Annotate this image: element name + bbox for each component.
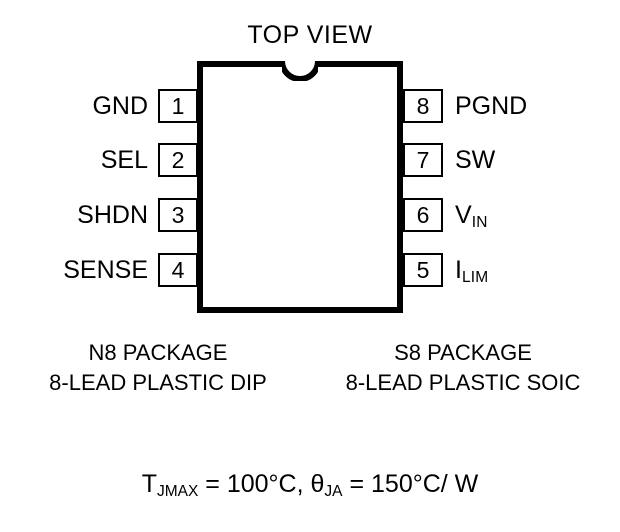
package-caption-left-line1: N8 PACKAGE (88, 340, 228, 365)
pin-label-shdn: SHDN (77, 201, 148, 229)
diagram-title: TOP VIEW (247, 21, 373, 49)
package-body-outline (197, 61, 403, 313)
pin-box-3[interactable]: 3 (158, 198, 198, 232)
pin-label-pgnd-text: PGND (455, 92, 528, 120)
pin-box-5[interactable]: 5 (403, 253, 443, 287)
thermal-tjmax-subscript: JMAX (157, 483, 199, 501)
pin-label-ilim-text: I (455, 256, 462, 284)
pin-box-6[interactable]: 6 (403, 198, 443, 232)
package-notch-icon (282, 61, 318, 81)
pin-box-8[interactable]: 8 (403, 89, 443, 123)
pin-label-vin-text: V (455, 201, 472, 229)
pin-label-pgnd: PGND (455, 89, 527, 123)
package-caption-left: N8 PACKAGE 8-LEAD PLASTIC DIP (8, 338, 308, 398)
pin-box-4[interactable]: 4 (158, 253, 198, 287)
package-caption-right-line2: 8-LEAD PLASTIC SOIC (345, 370, 581, 395)
pin-label-ilim: ILIM (455, 253, 488, 291)
pin-box-2[interactable]: 2 (158, 143, 198, 177)
pin-label-ilim-subscript: LIM (461, 269, 489, 287)
pin-label-gnd: GND (92, 92, 148, 120)
package-caption-left-line2: 8-LEAD PLASTIC DIP (49, 370, 267, 395)
pin-label-vin: VIN (455, 198, 488, 236)
thermal-note: TJMAX = 100°C, θJA = 150°C/ W (0, 470, 620, 501)
thermal-theta-value: = 150°C/ W (342, 470, 479, 498)
pin-label-sense: SENSE (63, 256, 148, 284)
thermal-theta-symbol: θ (310, 470, 325, 498)
thermal-tjmax-value: = 100°C, (198, 470, 311, 498)
pin-box-7[interactable]: 7 (403, 143, 443, 177)
package-caption-right: S8 PACKAGE 8-LEAD PLASTIC SOIC (312, 338, 614, 398)
pin-label-vin-subscript: IN (471, 214, 488, 232)
pin-box-1[interactable]: 1 (158, 89, 198, 123)
pin-label-sw: SW (455, 143, 495, 177)
pin-label-sw-text: SW (455, 146, 496, 174)
thermal-theta-subscript: JA (324, 483, 343, 501)
thermal-tjmax-symbol: T (141, 470, 158, 498)
pin-label-sel: SEL (100, 146, 148, 174)
package-caption-right-line1: S8 PACKAGE (394, 340, 532, 365)
